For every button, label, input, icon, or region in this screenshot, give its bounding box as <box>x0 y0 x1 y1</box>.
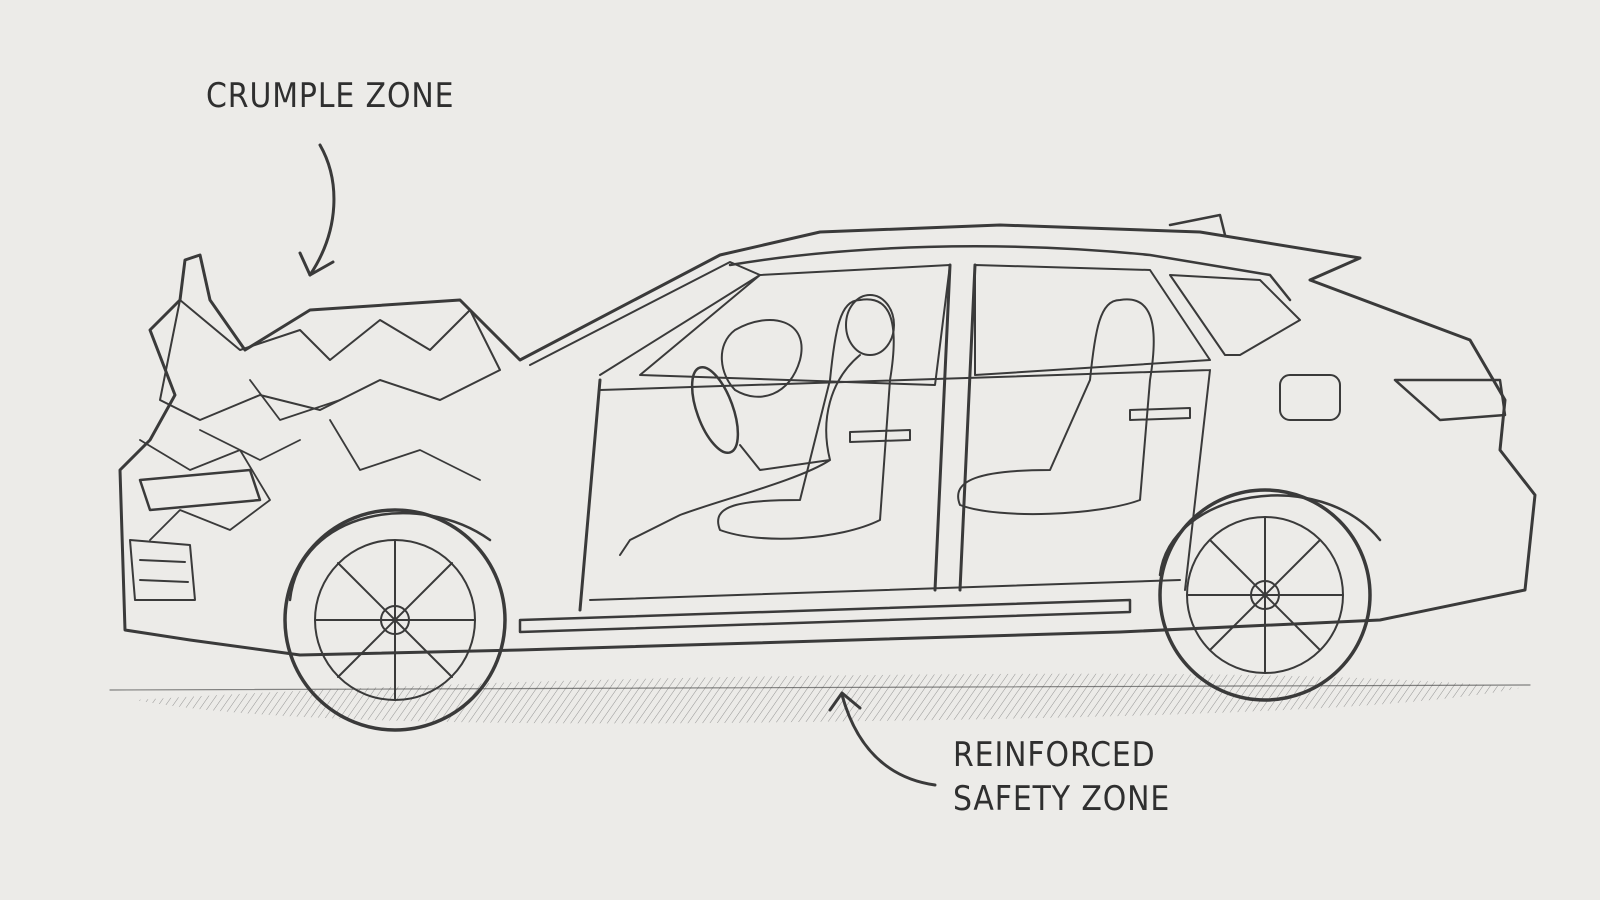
crumple-zone-text: CRUMPLE ZONE <box>206 76 454 116</box>
a-pillar <box>580 380 600 610</box>
door-handle-front <box>850 430 910 442</box>
steering-wheel <box>683 362 748 459</box>
front-wheel <box>285 510 505 730</box>
front-grille <box>130 540 195 600</box>
crumple-zone-label: CRUMPLE ZONE <box>206 74 454 118</box>
b-pillar <box>935 265 975 590</box>
safety-zone-line1: REINFORCED <box>953 733 1170 777</box>
crumple-zone-arrow <box>310 145 334 275</box>
safety-zone-label: REINFORCED SAFETY ZONE <box>953 733 1170 821</box>
door-lines <box>590 370 1210 600</box>
tail-light <box>1395 380 1505 420</box>
rocker-sill <box>520 600 1130 632</box>
occupant-head <box>846 295 894 355</box>
rear-wheel <box>1160 490 1380 700</box>
headlight <box>140 470 260 510</box>
windshield <box>530 262 760 375</box>
door-handle-rear <box>1130 408 1190 420</box>
crumpled-hood <box>160 300 500 420</box>
rear-seat <box>958 299 1154 514</box>
safety-zone-line2: SAFETY ZONE <box>953 777 1170 821</box>
front-window <box>640 265 950 385</box>
driver-seat <box>718 299 894 538</box>
fuel-door <box>1280 375 1340 420</box>
